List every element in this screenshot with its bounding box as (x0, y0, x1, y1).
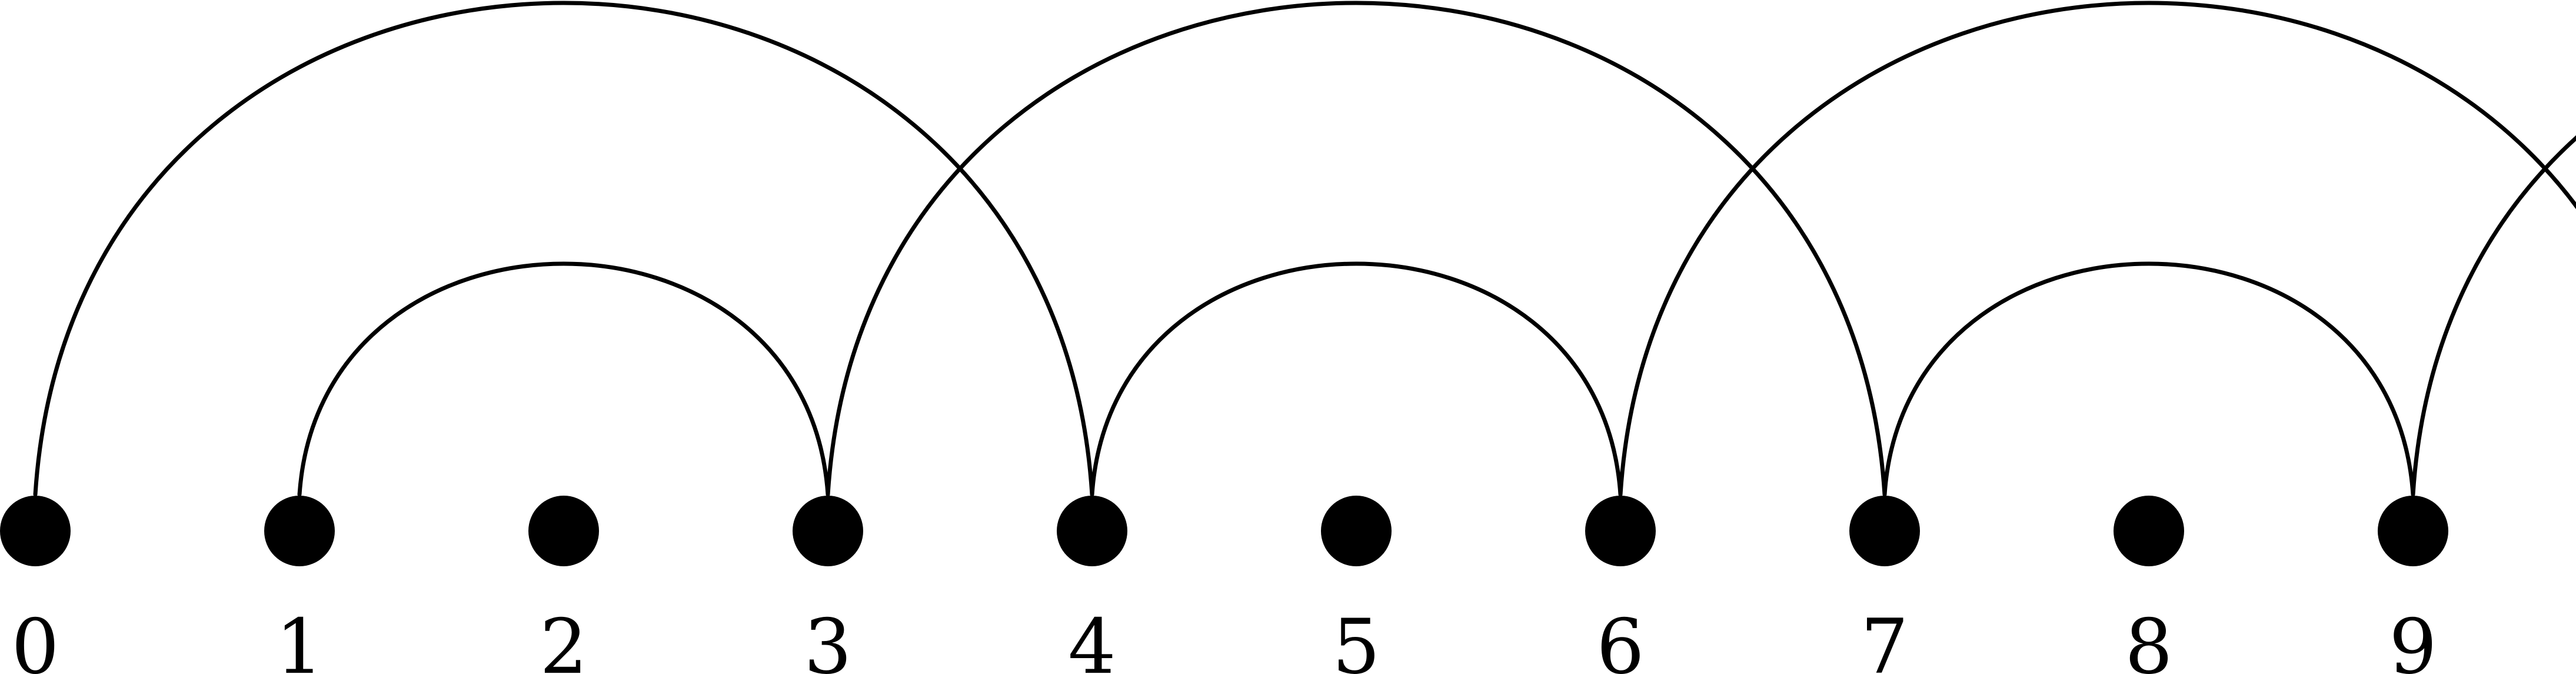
node-label-0: 0 (11, 603, 59, 674)
arc-7-9 (1882, 261, 2415, 497)
node-label-3: 3 (804, 603, 851, 674)
node-label-5: 5 (1332, 603, 1380, 674)
label-layer: 0 1 2 3 4 5 6 7 8 9 (11, 603, 2437, 674)
node-label-8: 8 (2125, 603, 2172, 674)
node-label-2: 2 (540, 603, 587, 674)
arc-0-4 (33, 1, 1094, 497)
node-9 (2378, 496, 2448, 566)
node-4 (1057, 496, 1127, 566)
arc-1-3 (297, 261, 830, 497)
node-1 (264, 496, 335, 566)
node-2 (528, 496, 599, 566)
node-layer (0, 496, 2448, 566)
node-7 (1849, 496, 1920, 566)
arc-3-7 (826, 1, 1887, 497)
arc-6-10 (1618, 1, 2576, 497)
arc-layer (33, 1, 2576, 497)
node-6 (1585, 496, 1656, 566)
node-label-7: 7 (1861, 603, 1908, 674)
node-label-1: 1 (275, 603, 323, 674)
node-label-6: 6 (1596, 603, 1644, 674)
node-8 (2114, 496, 2184, 566)
node-5 (1321, 496, 1392, 566)
node-3 (793, 496, 863, 566)
node-label-9: 9 (2389, 603, 2437, 674)
node-0 (0, 496, 71, 566)
arc-4-6 (1090, 261, 1623, 497)
node-label-4: 4 (1068, 603, 1116, 674)
arc-9-13 (2411, 135, 2576, 497)
